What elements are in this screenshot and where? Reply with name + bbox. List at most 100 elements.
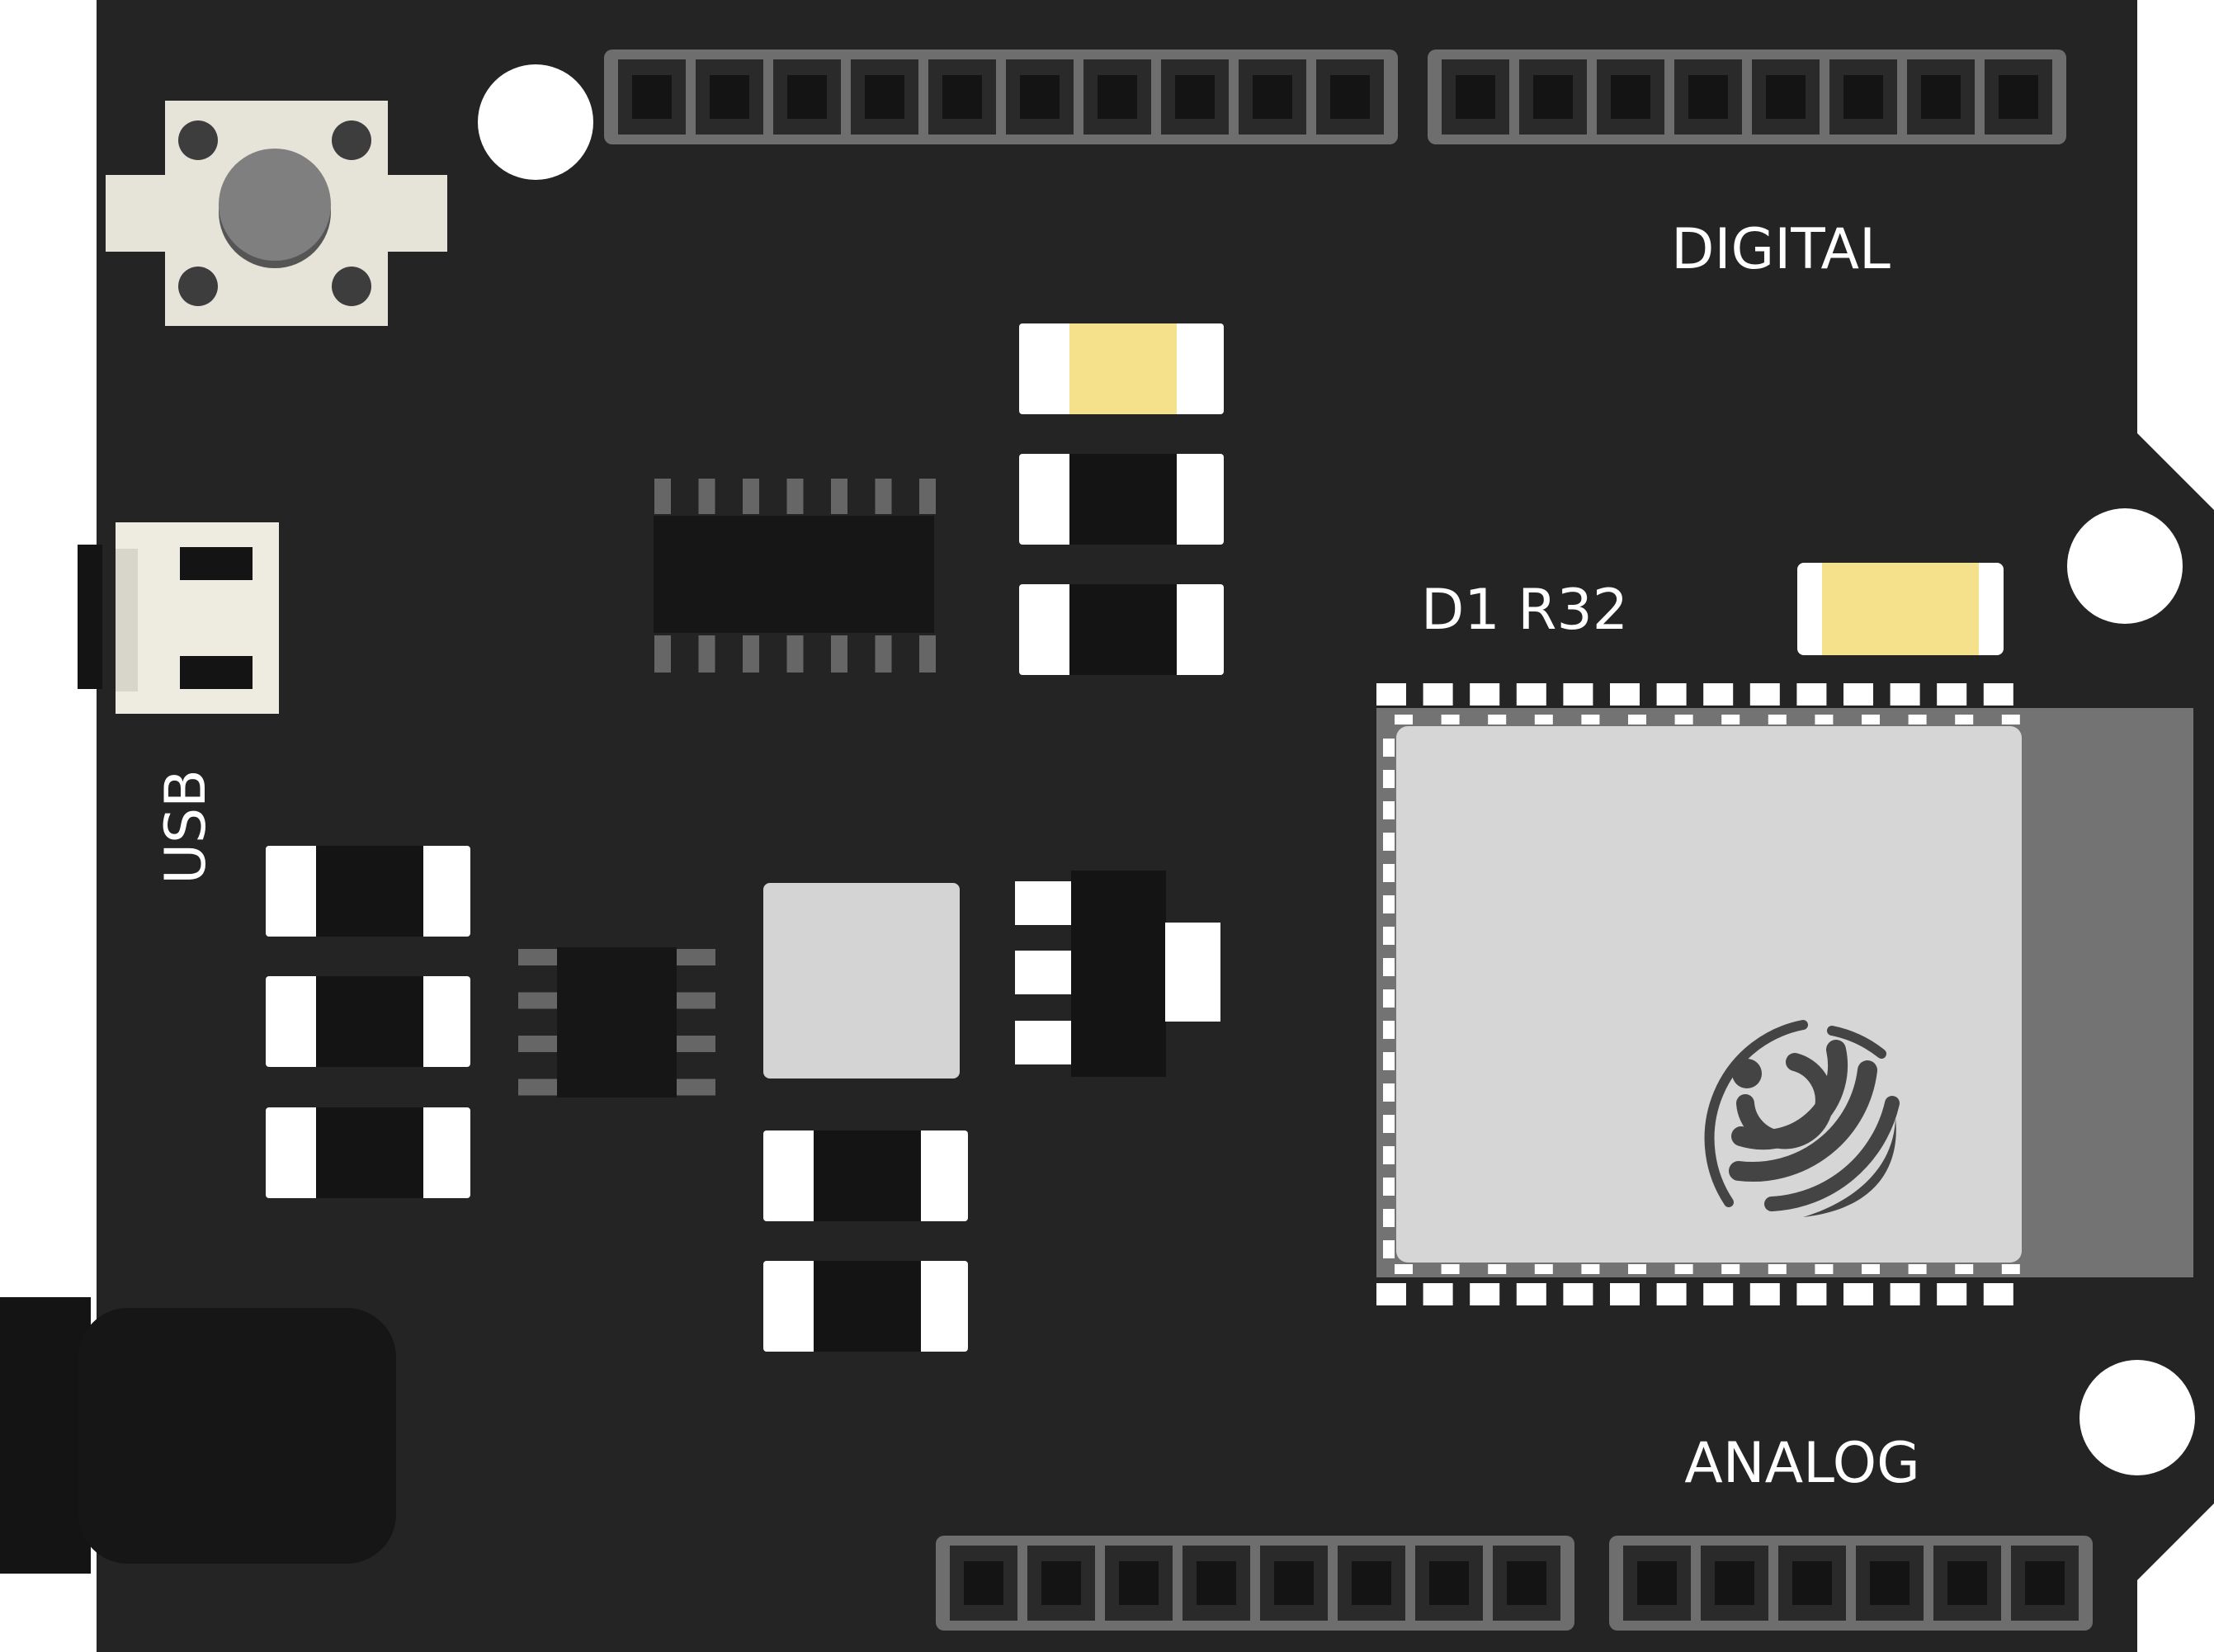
chip-pin	[518, 949, 557, 965]
module-pin-inner	[1908, 715, 1927, 725]
module-pin-side	[1383, 1115, 1395, 1133]
header-pin-hole	[1947, 1561, 1987, 1605]
module-pin-side	[1383, 864, 1395, 882]
module-pin-inner	[1488, 715, 1507, 725]
module-pin-inner	[1815, 715, 1834, 725]
mounting-hole-top-left	[478, 64, 593, 180]
smd-resistor	[266, 976, 470, 1067]
esp32-module-shield	[1396, 726, 2022, 1263]
chip-pin	[677, 949, 715, 965]
module-pin-top	[1703, 683, 1734, 706]
header-pin-hole	[865, 75, 904, 119]
module-pin-top	[1470, 683, 1500, 706]
header-pin-hole	[1352, 1561, 1391, 1605]
power-jack	[0, 1297, 396, 1574]
module-pin-inner	[2001, 715, 2020, 725]
module-pin-inner	[1395, 715, 1413, 725]
esp32-module	[1376, 683, 2193, 1305]
espressif-logo-icon	[1704, 1020, 1900, 1217]
smd-resistor	[266, 1107, 470, 1198]
header-pin-hole	[1715, 1561, 1754, 1605]
module-pin-side	[1383, 1209, 1395, 1227]
header-pin-hole	[1507, 1561, 1546, 1605]
module-pin-inner	[2001, 1264, 2020, 1274]
analog-header-right	[1609, 1536, 2093, 1631]
sot-transistor	[1015, 871, 1220, 1077]
module-pin-top	[1890, 683, 1920, 706]
header-pin-hole	[1119, 1561, 1159, 1605]
module-pin-bottom	[1470, 1283, 1500, 1305]
module-pin-bottom	[1796, 1283, 1827, 1305]
small-ic-chip	[518, 947, 715, 1097]
module-pin-inner	[1628, 1264, 1646, 1274]
module-pin-side	[1383, 1240, 1395, 1258]
analog-label: ANALOG	[1684, 1431, 1920, 1496]
chip-pin	[654, 479, 671, 514]
smd-resistor	[266, 846, 470, 937]
module-pin-inner	[1815, 1264, 1834, 1274]
header-pin-hole	[787, 75, 827, 119]
reset-button-pad	[332, 267, 371, 306]
module-pin-side	[1383, 833, 1395, 851]
header-pin-hole	[1792, 1561, 1832, 1605]
module-pin-bottom	[1376, 1283, 1406, 1305]
chip-pin	[654, 635, 671, 673]
header-pin-hole	[632, 75, 672, 119]
module-pin-bottom	[1843, 1283, 1873, 1305]
smd-resistor	[1019, 454, 1224, 545]
chip-pin	[518, 992, 557, 1009]
chip-pin	[677, 1036, 715, 1052]
header-pin-hole	[710, 75, 749, 119]
header-pin-hole	[1020, 75, 1060, 119]
module-pin-top	[1937, 683, 1967, 706]
chip-pin	[677, 992, 715, 1009]
digital-label: DIGITAL	[1671, 217, 1891, 282]
header-pin-hole	[1330, 75, 1370, 119]
power-jack-barrel	[78, 1308, 396, 1564]
header-frame	[1428, 50, 2066, 144]
reset-button	[106, 101, 447, 326]
reset-button-cap	[219, 149, 331, 261]
header-pin-hole	[1637, 1561, 1677, 1605]
module-pin-inner	[1441, 715, 1460, 725]
mounting-hole-right-lower	[2079, 1360, 2195, 1475]
module-pin-inner	[1908, 1264, 1927, 1274]
usb-serial-chip	[654, 479, 936, 673]
module-pin-side	[1383, 1083, 1395, 1102]
header-pin-hole	[1999, 75, 2038, 119]
header-pin-hole	[1921, 75, 1961, 119]
chip-pin	[743, 479, 759, 514]
module-pin-inner	[1862, 1264, 1880, 1274]
module-pin-inner	[1395, 1264, 1413, 1274]
smd-resistor	[763, 1261, 968, 1352]
board-name-label: D1 R32	[1421, 578, 1628, 643]
module-pin-top	[1563, 683, 1593, 706]
module-pin-side	[1383, 801, 1395, 819]
module-pin-inner	[1628, 715, 1646, 725]
module-pin-top	[1749, 683, 1780, 706]
chip-pin	[831, 479, 847, 514]
module-pin-bottom	[1983, 1283, 2013, 1305]
module-pin-side	[1383, 739, 1395, 757]
reset-button-pad	[332, 120, 371, 160]
chip-body	[557, 947, 677, 1097]
module-pin-bottom	[1516, 1283, 1546, 1305]
module-pin-top	[1983, 683, 2013, 706]
usb-connector-rim	[78, 545, 102, 689]
reset-button-pad	[178, 267, 218, 306]
header-pin-hole	[1688, 75, 1728, 119]
smd-resistor	[1019, 584, 1224, 675]
esp32-module-pins	[1376, 683, 2020, 1305]
module-pin-side	[1383, 958, 1395, 976]
module-pin-side	[1383, 1052, 1395, 1070]
header-pin-hole	[1098, 75, 1137, 119]
module-pin-side	[1383, 1021, 1395, 1039]
chip-pin	[919, 635, 936, 673]
module-pin-side	[1383, 1178, 1395, 1196]
module-pin-bottom	[1890, 1283, 1920, 1305]
reset-button-pad	[178, 120, 218, 160]
digital-header-left	[604, 50, 1398, 144]
smd-resistor	[763, 1130, 968, 1221]
header-pin-hole	[1274, 1561, 1314, 1605]
